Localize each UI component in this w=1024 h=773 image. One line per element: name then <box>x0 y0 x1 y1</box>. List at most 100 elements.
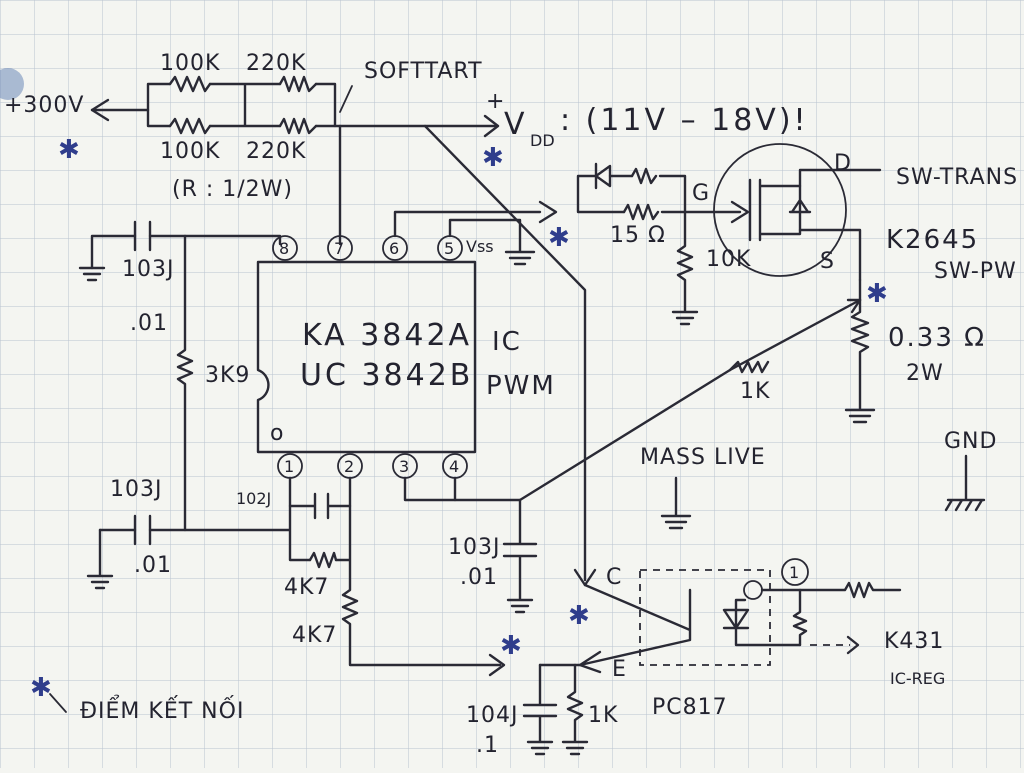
ground-chassis-icon <box>944 454 986 512</box>
arrow-pin6-icon <box>538 200 558 224</box>
label-hv-in: +300V <box>4 93 84 118</box>
pin-3-label: 3 <box>399 457 409 476</box>
pin-1-label: 1 <box>284 457 294 476</box>
label-collector: C <box>606 565 622 590</box>
capacitor-103j-left <box>133 514 152 546</box>
arrow-gate-icon <box>730 200 750 224</box>
ground-labels: GND MASS LIVE <box>640 429 997 530</box>
label-drain: D <box>834 151 852 176</box>
mosfet-body-diode <box>788 184 812 232</box>
label-c-102j: 102J <box>236 489 271 508</box>
marker-star-icon: ✱ <box>482 143 504 173</box>
resistor-15-ohm <box>622 203 660 221</box>
label-ic-type2: PWM <box>486 371 556 401</box>
pwm-ic: KA 3842A UC 3842B o IC PWM 8 7 6 5 Vss 1… <box>256 218 556 479</box>
wire-pin6 <box>393 210 542 238</box>
pin-7-label: 7 <box>334 239 344 258</box>
label-r-sense: 0.33 Ω <box>888 323 986 353</box>
resistor-220k-bottom <box>278 117 318 135</box>
label-sw-trans: SW-TRANS <box>896 165 1018 190</box>
capacitor-102j <box>288 492 352 520</box>
label-ic-mark: o <box>270 421 284 446</box>
label-vdd: V <box>504 107 528 142</box>
label-legend: ĐIỂM KẾT NỐI <box>80 695 244 724</box>
label-regulator-pin: 1 <box>789 563 799 582</box>
arrow-emitter-icon <box>488 653 506 677</box>
label-c-104j: 104J <box>466 703 518 728</box>
diode-gate <box>594 162 612 190</box>
pin-4-label: 4 <box>449 457 459 476</box>
label-ic-type1: IC <box>492 327 522 357</box>
resistor-4k7-a <box>308 551 338 569</box>
label-sw-pw: SW-PW <box>934 259 1017 284</box>
ground-icon <box>78 266 106 282</box>
regulator-pin-marker <box>781 558 809 586</box>
arrow-cs-icon <box>846 298 862 314</box>
label-r-sense-power: 2W <box>906 361 944 386</box>
label-opto: PC817 <box>652 695 728 720</box>
ground-icon <box>86 528 114 590</box>
resistor-1k-cs <box>728 360 770 374</box>
arrow-opto-icon <box>578 650 602 674</box>
ground-live-icon <box>660 476 692 530</box>
label-vss: Vss <box>466 237 494 256</box>
label-c-left-value: .01 <box>134 553 172 578</box>
wire-pin8 <box>90 234 282 270</box>
marker-star-icon: ✱ <box>866 279 888 309</box>
pin-7-marker <box>327 235 353 261</box>
label-ic-line2: UC 3842B <box>300 358 473 393</box>
optocoupler: C E ✱ 1 K431 IC-REG PC817 <box>538 558 945 720</box>
label-regulator-type: IC-REG <box>890 669 945 688</box>
ic-body <box>256 260 477 454</box>
resistor-gate-diode <box>630 167 658 185</box>
pin-6-label: 6 <box>389 239 399 258</box>
arrow-k431-icon <box>846 635 860 655</box>
capacitor-104j <box>522 663 558 756</box>
label-r3: 100K <box>160 139 220 164</box>
legend: ✱ ĐIỂM KẾT NỐI <box>30 673 244 724</box>
mosfet-body <box>748 168 882 282</box>
marker-star-icon: ✱ <box>568 601 590 631</box>
marker-star-icon: ✱ <box>500 631 522 661</box>
label-r-gate: 15 Ω <box>610 223 666 248</box>
label-mass-live: MASS LIVE <box>640 445 766 470</box>
marker-star-icon: ✱ <box>30 673 52 703</box>
resistor-10k-pulldown <box>671 210 699 326</box>
label-vdd-range: : (11V – 18V)! <box>560 103 809 138</box>
softstart-pointer <box>339 85 353 113</box>
label-vdd-plus: + <box>486 89 505 114</box>
arrow-hv-icon <box>90 98 110 122</box>
gate-drive: ✱ G 15 Ω 10K <box>393 162 750 326</box>
marker-star-icon: ✱ <box>548 223 570 253</box>
label-softstart: SOFTTART <box>364 59 483 84</box>
label-r-4k7-a: 4K7 <box>284 575 329 600</box>
wire-vdd-diagonal <box>423 124 587 582</box>
feedback-network: 103J .01 102J 4K7 4K7 ✱ <box>86 476 522 677</box>
label-gnd: GND <box>944 429 997 454</box>
resistor-sense <box>844 278 876 424</box>
resistor-3k9 <box>176 234 194 532</box>
hole-punch <box>0 68 24 100</box>
label-r4: 220K <box>246 139 306 164</box>
label-gate: G <box>692 181 710 206</box>
resistor-1k-emitter <box>561 663 589 756</box>
pin-5-label: 5 <box>444 239 454 258</box>
resistor-100k-bottom <box>168 117 212 135</box>
startup-section: +300V ✱ 100K 220K 100K 220K (R : 1/2W) S… <box>0 51 809 587</box>
mosfet-switch: D S SW-TRANS K2645 SW-PW ✱ 0.33 Ω 2W <box>713 143 1018 424</box>
pin-2-label: 2 <box>344 457 354 476</box>
label-regulator: K431 <box>884 629 944 654</box>
label-mosfet: K2645 <box>886 225 979 255</box>
label-r2: 220K <box>246 51 306 76</box>
label-c-pin4-value: .01 <box>460 565 498 590</box>
wire-resistor-bank <box>146 82 337 128</box>
label-r-1k-e: 1K <box>588 703 618 728</box>
label-c-top: 103J <box>122 257 174 282</box>
opto-outline <box>639 569 771 666</box>
wire-regulator-in <box>760 581 902 599</box>
label-r-4k7-b: 4K7 <box>292 623 337 648</box>
label-ic-line1: KA 3842A <box>302 318 472 353</box>
capacitor-103j-pin4 <box>502 498 538 614</box>
label-r-3k9: 3K9 <box>205 363 250 388</box>
